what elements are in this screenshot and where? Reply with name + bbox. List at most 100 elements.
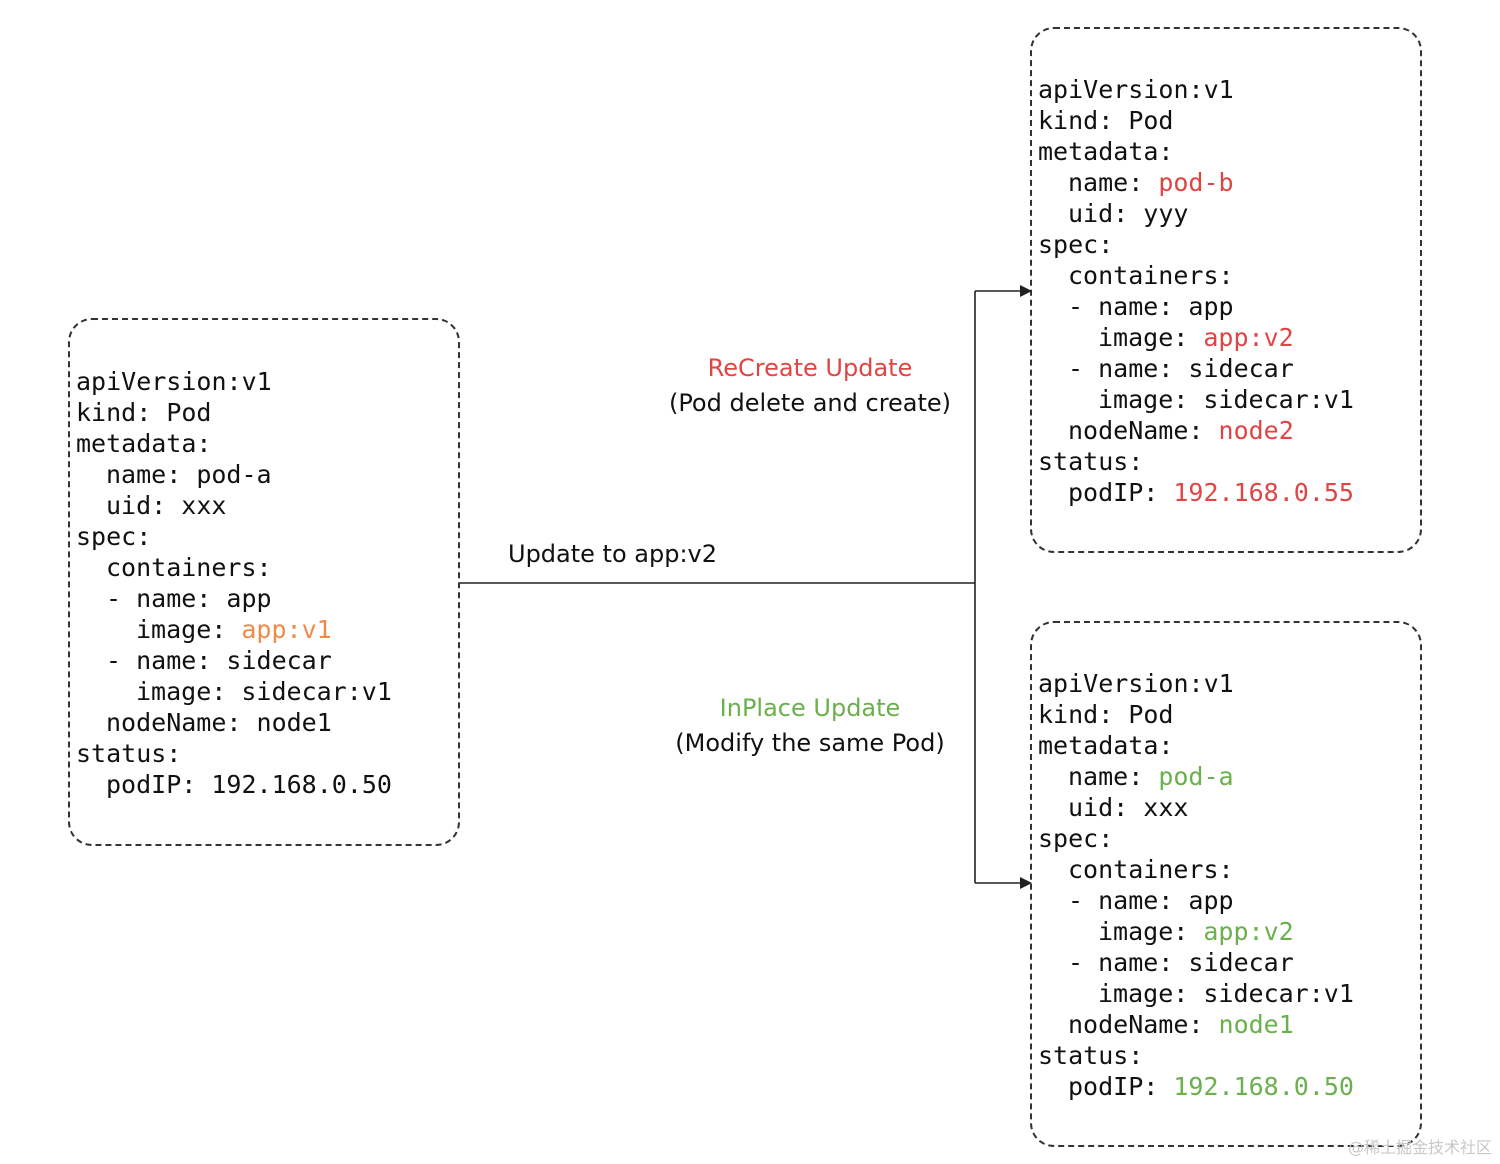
yaml-line: - name: app (1068, 291, 1234, 322)
source-pod-box (68, 318, 460, 846)
yaml-line: spec: (76, 521, 151, 552)
yaml-key: podIP: (1068, 478, 1174, 507)
yaml-key: kind: (1038, 106, 1129, 135)
yaml-line: spec: (1038, 823, 1113, 854)
yaml-value: xxx (1143, 793, 1189, 822)
yaml-key: - name: (1068, 886, 1189, 915)
yaml-value: node2 (1218, 416, 1294, 445)
yaml-value: pod-b (1158, 168, 1234, 197)
yaml-value: Pod (1128, 700, 1174, 729)
yaml-value: 192.168.0.50 (211, 770, 392, 799)
yaml-line: - name: sidecar (1068, 353, 1294, 384)
yaml-value: Pod (1128, 106, 1174, 135)
yaml-value: v1 (1203, 669, 1234, 698)
yaml-key: uid: (106, 491, 182, 520)
yaml-key: - name: (1068, 292, 1189, 321)
yaml-key: image: (1098, 979, 1204, 1008)
yaml-key: nodeName: (1068, 1010, 1219, 1039)
yaml-key: containers: (1068, 855, 1234, 884)
inplace-subtitle: (Modify the same Pod) (675, 729, 945, 757)
yaml-key: image: (1098, 917, 1204, 946)
yaml-line: metadata: (1038, 136, 1173, 167)
yaml-key: uid: (1068, 793, 1144, 822)
recreate-title: ReCreate Update (707, 354, 913, 382)
yaml-line: nodeName: node1 (106, 707, 332, 738)
yaml-key: image: (136, 615, 242, 644)
yaml-line: containers: (1068, 854, 1234, 885)
yaml-value: app (1188, 292, 1234, 321)
yaml-key: kind: (76, 398, 167, 427)
inplace-title: InPlace Update (719, 694, 901, 722)
yaml-key: apiVersion: (76, 367, 242, 396)
yaml-key: - name: (1068, 948, 1189, 977)
yaml-line: podIP: 192.168.0.55 (1068, 477, 1354, 508)
yaml-line: - name: sidecar (106, 645, 332, 676)
yaml-key: nodeName: (1068, 416, 1219, 445)
yaml-line: metadata: (1038, 730, 1173, 761)
yaml-key: name: (106, 460, 197, 489)
yaml-key: metadata: (1038, 137, 1174, 166)
yaml-key: status: (1038, 447, 1144, 476)
yaml-key: nodeName: (106, 708, 257, 737)
yaml-key: image: (136, 677, 242, 706)
yaml-key: image: (1098, 323, 1204, 352)
yaml-value: sidecar:v1 (1203, 385, 1354, 414)
yaml-key: image: (1098, 385, 1204, 414)
yaml-line: name: pod-a (1068, 761, 1234, 792)
yaml-line: containers: (106, 552, 272, 583)
yaml-line: spec: (1038, 229, 1113, 260)
yaml-key: metadata: (1038, 731, 1174, 760)
yaml-line: nodeName: node2 (1068, 415, 1294, 446)
update-to-label: Update to app:v2 (508, 540, 718, 568)
yaml-line: uid: xxx (106, 490, 226, 521)
yaml-value: app:v1 (241, 615, 332, 644)
yaml-line: image: app:v2 (1098, 916, 1294, 947)
yaml-value: Pod (166, 398, 212, 427)
yaml-key: name: (1068, 762, 1159, 791)
yaml-key: apiVersion: (1038, 669, 1204, 698)
yaml-value: 192.168.0.50 (1173, 1072, 1354, 1101)
yaml-value: pod-a (196, 460, 272, 489)
yaml-line: podIP: 192.168.0.50 (106, 769, 392, 800)
yaml-key: containers: (106, 553, 272, 582)
yaml-key: uid: (1068, 199, 1144, 228)
yaml-value: sidecar (226, 646, 332, 675)
yaml-line: nodeName: node1 (1068, 1009, 1294, 1040)
yaml-line: - name: sidecar (1068, 947, 1294, 978)
yaml-line: kind: Pod (76, 397, 211, 428)
yaml-value: app:v2 (1203, 323, 1294, 352)
yaml-key: - name: (1068, 354, 1189, 383)
yaml-line: apiVersion:v1 (1038, 74, 1234, 105)
yaml-value: node1 (256, 708, 332, 737)
yaml-line: image: sidecar:v1 (1098, 978, 1354, 1009)
yaml-line: image: app:v2 (1098, 322, 1294, 353)
yaml-key: - name: (106, 584, 227, 613)
yaml-key: spec: (76, 522, 152, 551)
yaml-line: status: (1038, 446, 1143, 477)
yaml-key: podIP: (106, 770, 212, 799)
yaml-value: v1 (241, 367, 272, 396)
yaml-line: image: sidecar:v1 (1098, 384, 1354, 415)
yaml-value: sidecar (1188, 354, 1294, 383)
yaml-key: status: (76, 739, 182, 768)
yaml-line: uid: xxx (1068, 792, 1188, 823)
recreate-subtitle: (Pod delete and create) (668, 389, 952, 417)
yaml-value: 192.168.0.55 (1173, 478, 1354, 507)
yaml-line: kind: Pod (1038, 105, 1173, 136)
yaml-line: apiVersion:v1 (76, 366, 272, 397)
yaml-key: status: (1038, 1041, 1144, 1070)
yaml-value: node1 (1218, 1010, 1294, 1039)
yaml-key: spec: (1038, 824, 1114, 853)
yaml-key: apiVersion: (1038, 75, 1204, 104)
yaml-line: containers: (1068, 260, 1234, 291)
yaml-line: podIP: 192.168.0.50 (1068, 1071, 1354, 1102)
yaml-line: kind: Pod (1038, 699, 1173, 730)
yaml-line: apiVersion:v1 (1038, 668, 1234, 699)
yaml-value: yyy (1143, 199, 1189, 228)
yaml-key: podIP: (1068, 1072, 1174, 1101)
yaml-key: metadata: (76, 429, 212, 458)
yaml-line: metadata: (76, 428, 211, 459)
yaml-line: status: (1038, 1040, 1143, 1071)
yaml-value: sidecar:v1 (1203, 979, 1354, 1008)
